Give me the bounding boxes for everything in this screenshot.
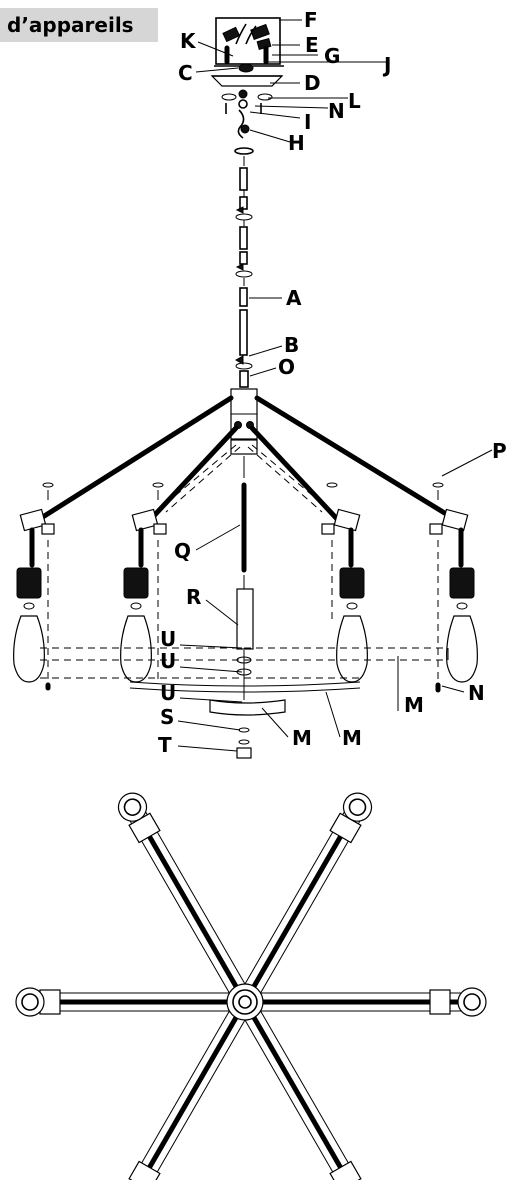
rod-section-1 xyxy=(239,167,248,191)
lamp-unit-2 xyxy=(120,482,167,683)
callout-h: H xyxy=(288,131,305,155)
callout-c: C xyxy=(178,61,193,85)
callout-m-3: M xyxy=(404,693,424,717)
arm-inner-right xyxy=(249,425,341,523)
callout-i: I xyxy=(304,110,311,134)
rod-section-5 xyxy=(239,309,248,356)
center-tube xyxy=(236,588,254,650)
socket-cage-1 xyxy=(16,567,42,599)
callout-u-2: U xyxy=(160,649,176,673)
callout-p: P xyxy=(492,439,507,463)
callout-o: O xyxy=(278,355,295,379)
section-title-tab: d’appareils xyxy=(0,8,158,42)
callout-s: S xyxy=(160,705,174,729)
callout-j: J xyxy=(382,53,391,77)
wire-connector-left xyxy=(222,26,241,43)
coupling xyxy=(239,370,249,388)
callout-n-bottom: N xyxy=(468,681,485,705)
callout-m-2: M xyxy=(342,726,362,750)
wire-connector-right xyxy=(250,23,270,41)
lamp-units xyxy=(13,482,478,693)
callout-a: A xyxy=(286,286,302,310)
lamp-unit-1 xyxy=(13,482,55,691)
callout-f: F xyxy=(304,8,318,32)
canopy-washer-right xyxy=(257,93,273,101)
canopy-washer-left xyxy=(221,93,237,101)
arm-inner-left xyxy=(147,425,239,523)
bulb-3 xyxy=(336,615,368,683)
callout-r: R xyxy=(186,585,201,609)
callout-k: K xyxy=(180,29,197,53)
callout-q: Q xyxy=(174,539,191,563)
chain-link xyxy=(237,109,245,139)
arm-outer-right xyxy=(254,395,459,523)
callout-b: B xyxy=(284,333,299,357)
callout-g: G xyxy=(324,44,340,68)
callout-m-1: M xyxy=(292,726,312,750)
callout-t: T xyxy=(158,733,172,757)
loop-washer xyxy=(234,147,254,155)
top-view-star xyxy=(15,792,487,1180)
leader-lines xyxy=(177,19,493,752)
bulb-2 xyxy=(120,615,152,683)
lamp-unit-4 xyxy=(429,482,478,693)
callout-u-3: U xyxy=(160,681,176,705)
arm-outer-left xyxy=(35,395,234,523)
nipple-nut xyxy=(238,63,254,73)
canopy xyxy=(210,75,284,87)
lamp-unit-3 xyxy=(321,482,368,683)
socket-cage-2 xyxy=(123,567,149,599)
socket-cage-4 xyxy=(449,567,475,599)
bulb-4 xyxy=(446,615,478,683)
bottom-frame xyxy=(40,647,449,759)
callout-l: L xyxy=(348,89,361,113)
callout-u-1: U xyxy=(160,627,176,651)
hook-nut xyxy=(238,89,248,99)
bottom-plate xyxy=(209,699,286,716)
bulb-1 xyxy=(13,615,45,683)
ceiling-canopy-assembly xyxy=(210,17,284,155)
hook-ring xyxy=(238,99,248,109)
socket-cage-3 xyxy=(339,567,365,599)
callout-labels: F K E G C J D L N I H A B O P Q R U U U … xyxy=(158,8,507,757)
callout-d: D xyxy=(304,71,321,95)
rod-section-3 xyxy=(239,226,248,250)
downrod-assembly xyxy=(234,156,253,388)
callout-e: E xyxy=(305,33,319,57)
arms xyxy=(35,395,459,523)
rod-section-4 xyxy=(239,287,248,307)
callout-n-top: N xyxy=(328,99,345,123)
finial xyxy=(236,747,252,759)
